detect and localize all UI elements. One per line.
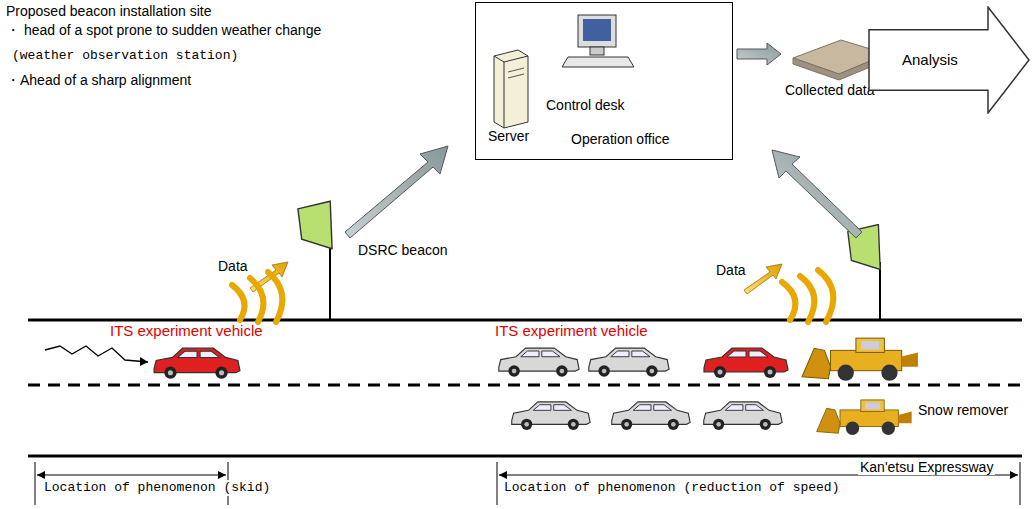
road-name: Kan'etsu Expressway xyxy=(858,459,995,475)
dimension-label: Location of phenomenon (skid) xyxy=(42,480,272,496)
node-text: Control desk xyxy=(546,97,625,113)
vehicle-label: ITS experiment vehicle xyxy=(495,323,648,339)
note-text: ・ head of a spot prone to sudden weather… xyxy=(6,22,321,38)
dimension-label: Location of phenomenon (reduction of spe… xyxy=(502,480,841,496)
flow-arrow xyxy=(737,43,781,65)
node-text: Analysis xyxy=(902,52,958,68)
note-text: ・Ahead of a sharp alignment xyxy=(6,72,191,88)
node-text: Server xyxy=(488,128,529,144)
data-label: Data xyxy=(218,258,248,274)
analysis-arrow: Analysis xyxy=(868,6,1030,114)
control-desk-icon: Control desk xyxy=(538,11,658,119)
node-text: Collected data xyxy=(785,82,875,98)
office-box: Operation office Server Control desk xyxy=(475,2,733,160)
vehicle-label: Snow remover xyxy=(918,402,1008,418)
note-text: (weather observation station) xyxy=(12,48,238,64)
node-text: Operation office xyxy=(571,131,670,147)
data-label: Data xyxy=(716,262,746,278)
title-text: Proposed beacon installation site xyxy=(6,3,211,19)
beacon-label: DSRC beacon xyxy=(358,242,448,258)
vehicle-label: ITS experiment vehicle xyxy=(110,323,263,339)
server-icon: Server xyxy=(484,48,540,148)
